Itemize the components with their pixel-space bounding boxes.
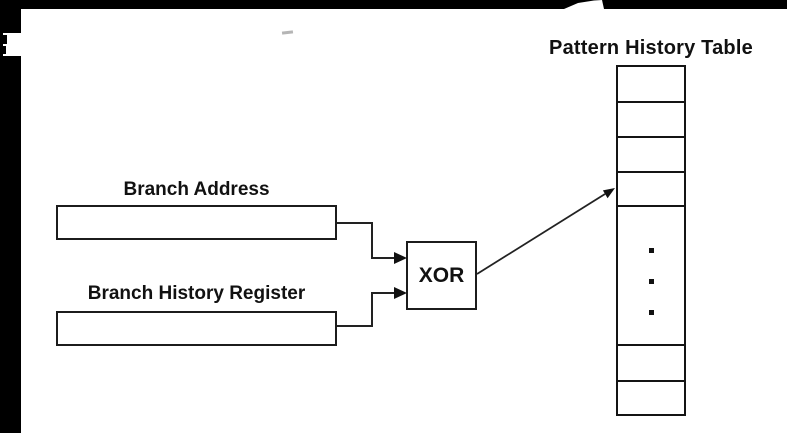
pht-cell [618, 138, 684, 173]
xor-box: XOR [406, 241, 477, 310]
ellipsis-dot [648, 279, 654, 284]
branch-address-label: Branch Address [123, 179, 270, 200]
pht-cell [618, 173, 684, 207]
xor-label: XOR [418, 263, 465, 287]
left-black-bar-artifact [0, 0, 21, 433]
branch-history-register [56, 311, 337, 346]
pht-cell [618, 346, 684, 382]
ellipsis-dot [648, 310, 654, 315]
branch-address-register [56, 205, 337, 240]
bhr-to-xor-line [337, 292, 396, 327]
arrowhead-into-pht [602, 188, 615, 199]
pht-cell [618, 103, 684, 138]
top-black-bar-artifact [0, 0, 787, 9]
branch-history-register-label: Branch History Register [87, 283, 306, 304]
pht-title: Pattern History Table [549, 37, 753, 59]
notch-ink-mark [0, 46, 6, 54]
ellipsis-dot [648, 248, 654, 253]
pht-cell [618, 67, 684, 103]
pht-cell [618, 382, 684, 414]
branch-address-to-xor-line [337, 222, 396, 259]
gray-smudge-artifact [281, 30, 294, 35]
pattern-history-table [616, 65, 686, 416]
left-bar-white-notch [3, 33, 21, 56]
notch-ink-mark [0, 35, 7, 44]
xor-to-pht-line [476, 193, 606, 275]
pht-ellipsis-cell [618, 207, 684, 346]
